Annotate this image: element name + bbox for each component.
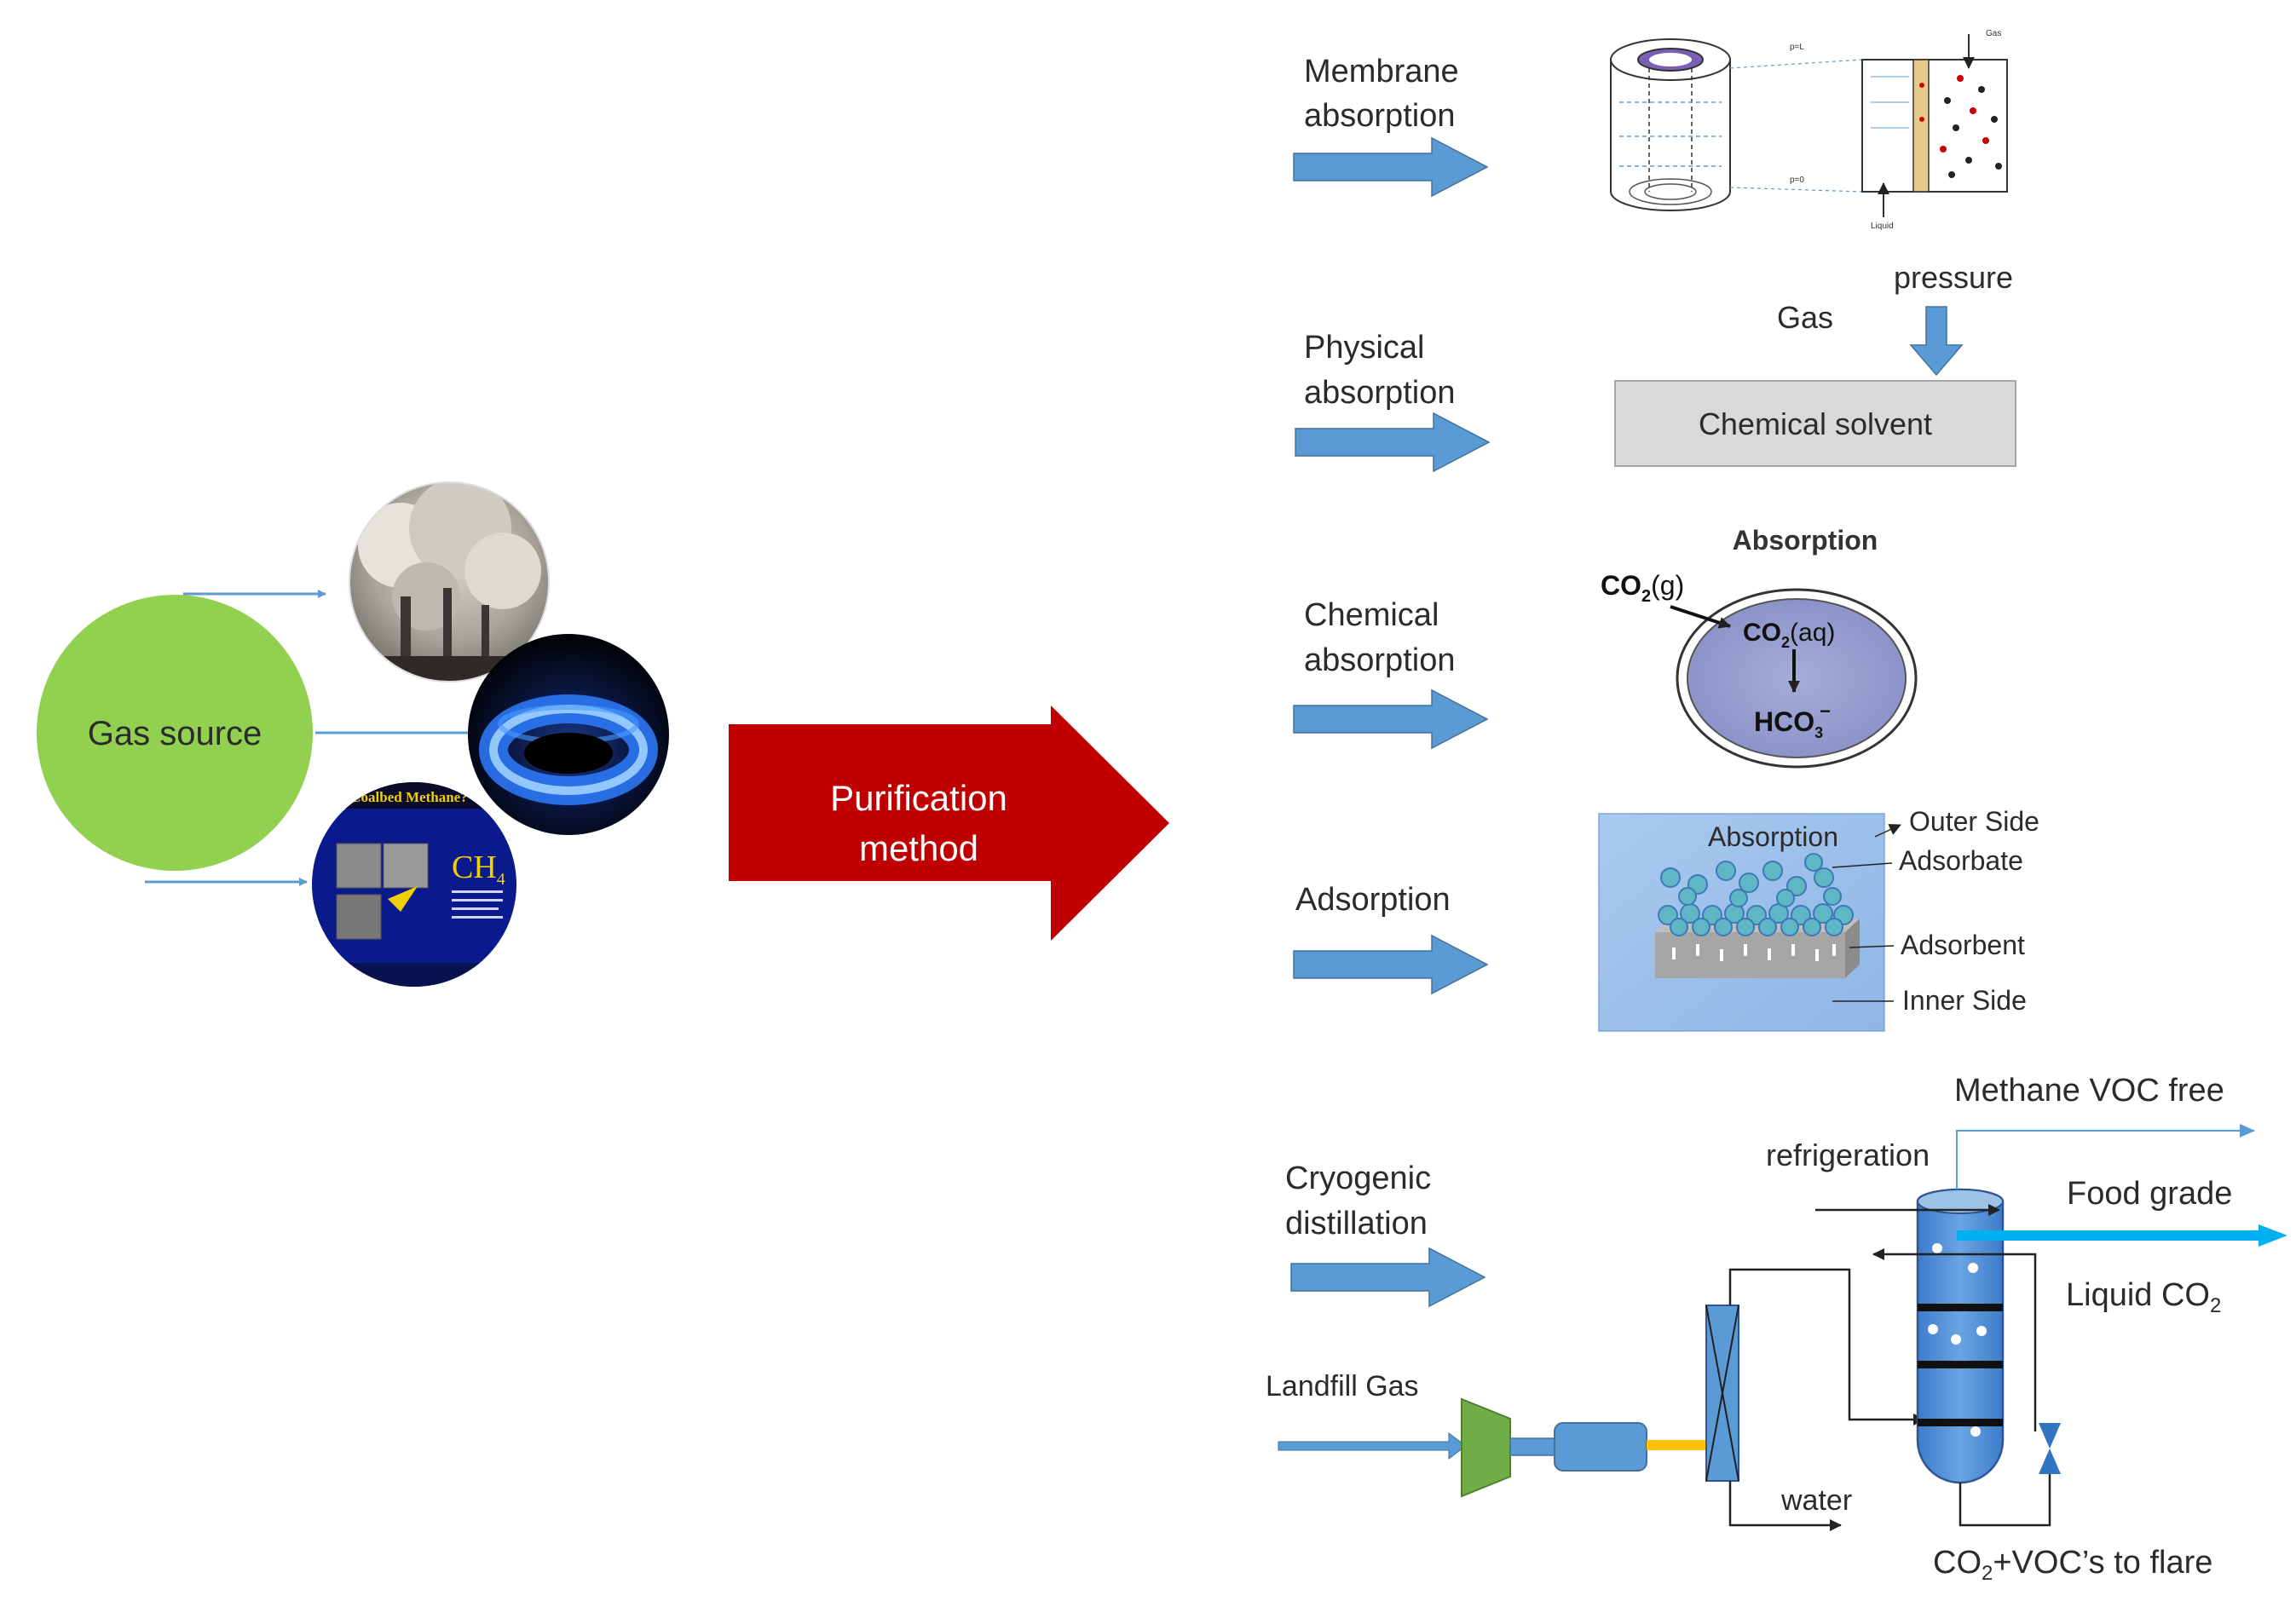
chemical-label-line2: absorption <box>1304 642 1455 678</box>
co2-gas-label: CO2(g) <box>1601 570 1684 606</box>
inner-side-label: Inner Side <box>1902 985 2027 1016</box>
chemical-illustration: Absorption CO2(g) CO2(aq) HCO3− <box>1601 525 1918 769</box>
co2-aq-label: CO2(aq) <box>1743 619 1835 651</box>
valve-top <box>2039 1423 2061 1449</box>
chemical-arrow <box>1293 688 1489 750</box>
purification-label-line1: Purification <box>830 778 1007 818</box>
chemical-solvent-label: Chemical solvent <box>1699 406 1932 441</box>
absorption-droplet <box>1687 598 1907 758</box>
free-adsorbate <box>1660 853 1842 907</box>
coalbed-formula: CH4 <box>452 850 505 889</box>
food-grade-label: Food grade <box>2067 1176 2232 1212</box>
adsorption-label: Adsorption <box>1295 882 1451 918</box>
liquid-co2-label: Liquid CO2 <box>2066 1277 2221 1317</box>
pressure-arrow <box>1909 306 1964 377</box>
adsorbate-label: Adsorbate <box>1899 845 2023 876</box>
physical-label-line2: absorption <box>1304 375 1455 411</box>
methane-voc-free-label: Methane VOC free <box>1954 1073 2224 1109</box>
flare-label: CO2+VOC’s to flare <box>1933 1545 2212 1585</box>
method-adsorption: Adsorption <box>1293 882 1489 995</box>
outer-side-label: Outer Side <box>1909 806 2039 837</box>
purification-arrow: Purification method <box>729 706 1169 941</box>
gas-source-group: Gas source Coalbed Methane? <box>37 481 669 987</box>
physical-pressure-label: pressure <box>1894 260 2013 295</box>
method-physical: Physical absorption <box>1295 330 1491 473</box>
method-membrane: Membrane absorption <box>1293 54 1489 198</box>
adsorbent-pores <box>1672 944 1836 961</box>
pipe-to-exchanger <box>1647 1440 1706 1450</box>
coalbed-title: Coalbed Methane? <box>350 789 467 805</box>
gas-source-circle <box>37 595 313 871</box>
method-cryogenic: Cryogenic distillation <box>1285 1161 1486 1308</box>
adsorption-illustration: Absorption Outer Side <box>1598 806 2039 1032</box>
gas-source-label: Gas source <box>88 715 262 752</box>
landfill-gas-label: Landfill Gas <box>1266 1370 1419 1403</box>
water-label: water <box>1780 1484 1852 1517</box>
adsorbate-layer <box>1658 903 1854 936</box>
membrane-tag-top: p=L <box>1790 43 1804 52</box>
membrane-label-line1: Membrane <box>1304 54 1459 89</box>
adsorbent-label: Adsorbent <box>1901 930 2025 960</box>
cryogenic-label-line1: Cryogenic <box>1285 1161 1431 1196</box>
valve-bottom <box>2039 1449 2061 1474</box>
membrane-arrow <box>1293 136 1489 198</box>
membrane-label-line2: absorption <box>1304 98 1455 134</box>
membrane-tag-bottom: p=0 <box>1790 176 1804 185</box>
cryogenic-arrow <box>1290 1247 1486 1308</box>
gas-flame-image <box>468 634 669 835</box>
adsorbent-slab <box>1655 932 1845 978</box>
coalbed-methane-image: Coalbed Methane? CH4 <box>312 782 516 987</box>
cooler-vessel <box>1554 1422 1647 1472</box>
hco3-label: HCO3− <box>1754 700 1831 741</box>
landfill-inlet-arrow <box>1278 1432 1467 1460</box>
membrane-liquid-tag: Liquid <box>1871 222 1894 231</box>
method-chemical: Chemical absorption <box>1293 597 1489 750</box>
adsorption-inner-title: Absorption <box>1708 821 1838 852</box>
chemical-solvent-box <box>1614 380 2016 467</box>
physical-gas-label: Gas <box>1777 300 1833 335</box>
purification-label-line2: method <box>859 828 978 868</box>
membrane-illustration: p=L p=0 Gas Liquid <box>1610 29 2008 231</box>
cryogenic-label-line2: distillation <box>1285 1206 1428 1241</box>
purification-arrow-shape <box>729 706 1169 941</box>
chemical-label-line1: Chemical <box>1304 597 1439 633</box>
physical-illustration: Gas pressure Chemical solvent <box>1614 260 2016 467</box>
compressor-icon <box>1461 1397 1511 1498</box>
physical-label-line1: Physical <box>1304 330 1425 366</box>
chemical-absorption-title: Absorption <box>1733 525 1878 556</box>
physical-arrow <box>1295 412 1491 473</box>
refrigeration-label: refrigeration <box>1766 1138 1930 1172</box>
membrane-gas-tag: Gas <box>1986 29 2001 38</box>
adsorption-arrow <box>1293 934 1489 995</box>
column-bubbles <box>1928 1243 1987 1437</box>
cryogenic-illustration: Landfill Gas water refrigeration <box>1266 1073 2287 1585</box>
